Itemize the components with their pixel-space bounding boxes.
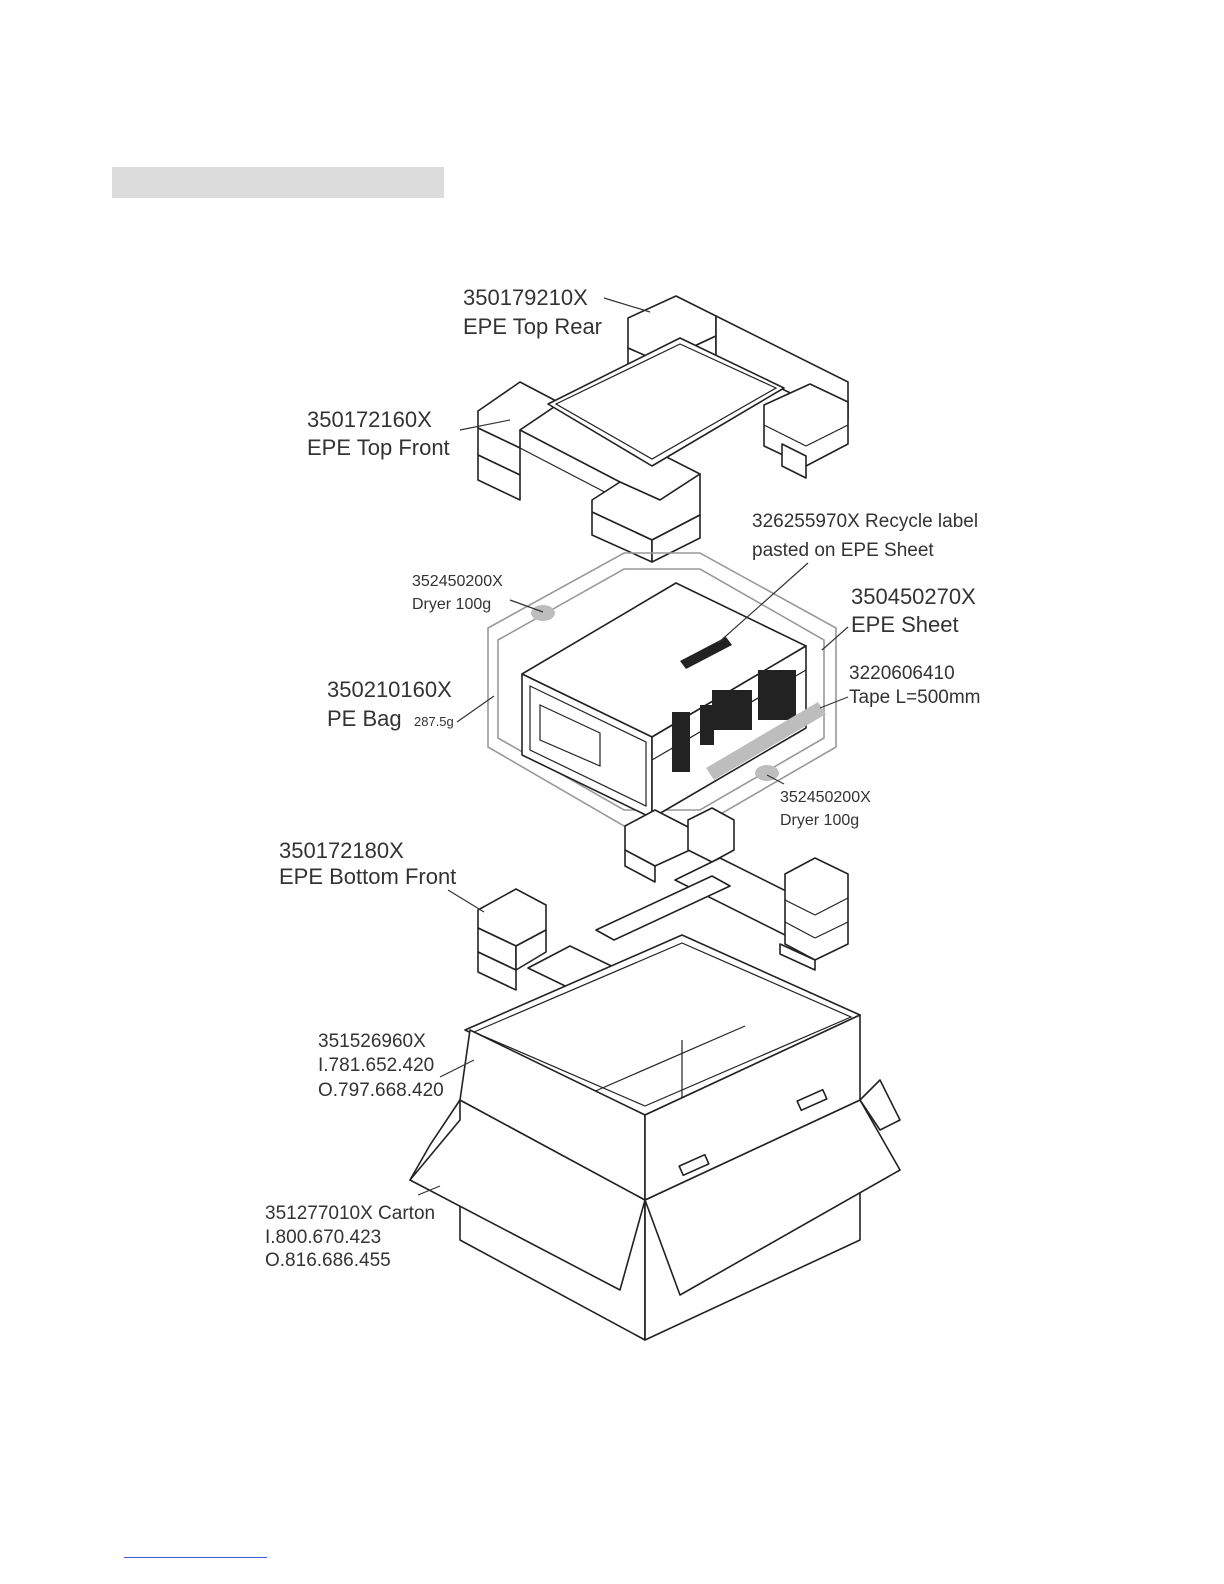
label-pe-bag-weight: 287.5g: [414, 714, 454, 729]
leader-lines: [417, 297, 849, 1196]
tape-strip: [706, 702, 826, 780]
label-bottom-front-code: 350172180X: [279, 838, 404, 863]
carton: [409, 1014, 901, 1341]
label-top-front-name: EPE Top Front: [307, 435, 450, 460]
label-epe-sheet-name: EPE Sheet: [851, 612, 959, 637]
label-carton-outer: O.816.686.455: [265, 1250, 391, 1271]
label-dryer-lower-code: 352450200X: [780, 789, 871, 806]
dryer-upper: [531, 605, 555, 621]
label-recycle-line1: 326255970X Recycle label: [752, 511, 978, 532]
epe-bottom-rear: [624, 807, 849, 971]
dryer-lower: [755, 765, 779, 781]
footer-rule: [124, 1557, 267, 1558]
part-labels: 350179210X EPE Top Rear 350172160X EPE T…: [265, 285, 981, 1271]
label-recycle-line2: pasted on EPE Sheet: [752, 540, 934, 561]
label-inner-box-code: 351526960X: [318, 1031, 426, 1052]
label-tape-code: 3220606410: [849, 663, 955, 684]
label-dryer-lower-name: Dryer 100g: [780, 812, 859, 829]
label-tape-name: Tape L=500mm: [849, 687, 981, 708]
label-inner-box-inner: I.781.652.420: [318, 1055, 434, 1076]
label-dryer-upper-code: 352450200X: [412, 573, 503, 590]
label-carton-inner: I.800.670.423: [265, 1227, 381, 1248]
epe-top-sheet: [547, 337, 785, 467]
projector-unit: [521, 582, 807, 819]
label-bottom-front-name: EPE Bottom Front: [279, 864, 456, 889]
label-epe-sheet-code: 350450270X: [851, 584, 976, 609]
label-inner-box-outer: O.797.668.420: [318, 1080, 444, 1101]
pe-bag-outline: [487, 552, 837, 827]
label-top-rear-name: EPE Top Rear: [463, 314, 602, 339]
label-top-front-code: 350172160X: [307, 407, 432, 432]
epe-top-front: [477, 381, 701, 563]
label-dryer-upper-name: Dryer 100g: [412, 596, 491, 613]
label-carton-code: 351277010X Carton: [265, 1203, 435, 1224]
label-top-rear-code: 350179210X: [463, 285, 588, 310]
label-pe-bag-code: 350210160X: [327, 677, 452, 702]
label-pe-bag-name: PE Bag: [327, 706, 402, 731]
section-heading-bar: [112, 167, 444, 198]
